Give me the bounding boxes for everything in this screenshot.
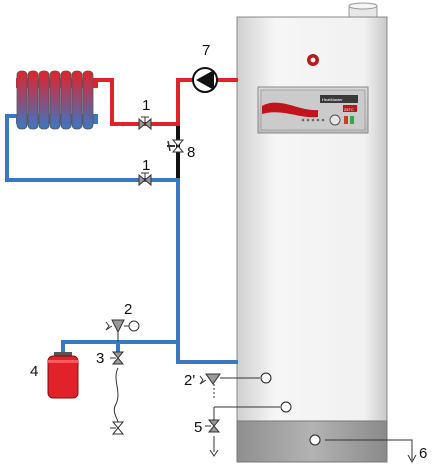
component-labels: 1 1 2 2' 3 4 5 6 7 8 <box>30 42 427 462</box>
boiler-body <box>236 16 388 422</box>
panel-brand: HeatMaster <box>322 97 343 102</box>
label-circulation-pump: 7 <box>202 42 210 59</box>
panel-dial <box>329 114 341 126</box>
bypass-valve <box>167 139 185 153</box>
brand-logo <box>307 54 319 66</box>
panel-led-green <box>350 116 354 124</box>
circulation-pump <box>192 67 218 93</box>
boiler-connections <box>260 372 321 446</box>
label-shutoff-expansion: 3 <box>96 350 104 367</box>
label-expansion-vessel: 4 <box>30 363 38 380</box>
label-valve-supply: 1 <box>142 97 150 114</box>
label-drain-outlet: 6 <box>419 445 427 462</box>
label-valve-return: 1 <box>142 157 150 174</box>
shutoff-valve <box>110 351 125 365</box>
safety-valve-bottom <box>199 373 260 385</box>
panel-buttons <box>301 118 325 122</box>
label-drain-valve: 5 <box>194 419 202 436</box>
safety-valve-top <box>105 319 140 342</box>
lower-shutoff-valve <box>110 421 125 435</box>
boiler: HeatMaster 25TC <box>236 2 388 463</box>
flue-collar-top <box>348 2 378 10</box>
panel-led-red <box>344 116 348 124</box>
label-safety-valve-bottom: 2' <box>184 372 195 389</box>
expansion-vessel <box>47 352 79 399</box>
valve-supply <box>138 116 152 131</box>
drain-valve <box>205 419 221 433</box>
control-panel: HeatMaster 25TC <box>257 86 369 134</box>
supply-pipe <box>94 78 238 126</box>
valve-return <box>138 172 152 187</box>
radiator <box>16 70 98 130</box>
return-pipe <box>5 114 238 364</box>
label-bypass-valve: 8 <box>187 144 195 161</box>
panel-model: 25TC <box>344 107 354 112</box>
label-safety-valve-top: 2 <box>124 301 132 318</box>
